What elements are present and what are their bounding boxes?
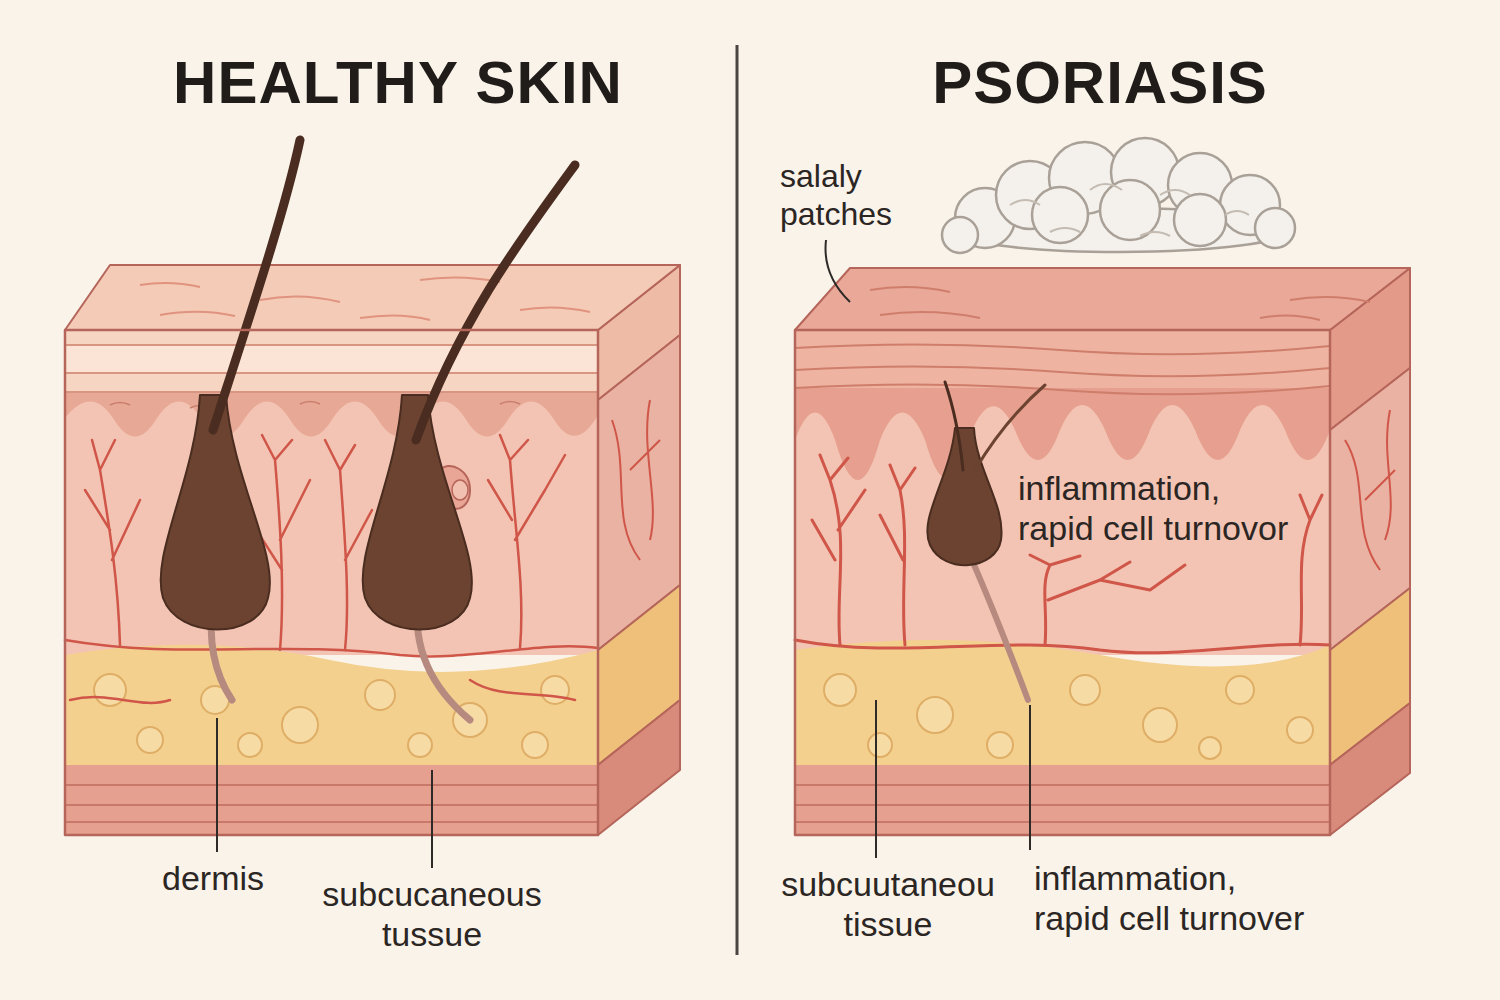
divider-line <box>736 45 739 955</box>
scaly-plaque <box>942 138 1295 253</box>
layer-label: subcucaneous tussue <box>302 874 562 954</box>
callout-label: inflammation, rapid cell turnover <box>1034 858 1312 938</box>
psoriasis-skin-block <box>795 138 1410 858</box>
callout-label: salaly patches <box>780 158 930 234</box>
healthy-skin-block <box>65 140 680 868</box>
panel-title: PSORIASIS <box>800 48 1400 119</box>
panel-title: HEALTHY SKIN <box>98 48 698 119</box>
layer-label: dermis <box>143 858 283 898</box>
callout-label: inflammation, rapid cell turnovor <box>1018 468 1296 548</box>
layer-label: subcuutaneou tissue <box>758 864 1018 944</box>
